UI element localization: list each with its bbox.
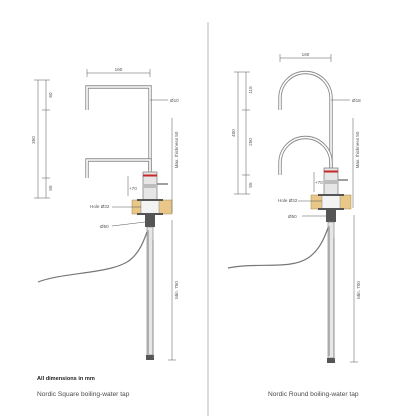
left-lower-spout xyxy=(85,158,152,178)
left-hose xyxy=(37,231,148,283)
right-dim-width: 160 xyxy=(302,52,310,57)
left-dim-min-hose: Min. 750 xyxy=(174,281,179,299)
right-red-band xyxy=(324,170,338,173)
left-dim-width: 160 xyxy=(115,67,123,72)
left-dim-bottom-seg: 55 xyxy=(48,185,53,191)
left-dim-top-seg: 60 xyxy=(48,92,53,98)
right-lower-spout xyxy=(278,135,333,176)
right-dim-hole: Hole Ø32 xyxy=(278,198,298,203)
left-dim-lever-rise: +70 xyxy=(129,186,137,191)
left-dim-max-thickness: Max. thickness 50 xyxy=(174,131,179,168)
right-dim-bottom-seg: 55 xyxy=(248,182,253,188)
right-dim-lever-rise: +70 xyxy=(315,180,323,185)
left-dim-base: Ø50 xyxy=(100,224,109,229)
left-caption: Nordic Square boiling-water tap xyxy=(37,391,130,398)
right-dim-base: Ø50 xyxy=(288,214,297,219)
right-dim-mid-seg: 250 xyxy=(248,138,253,146)
right-dim-max-thickness: Max. thickness 50 xyxy=(355,131,360,168)
left-dim-total: 350 xyxy=(31,136,36,144)
left-tap-drawing: 160 60 350 55 Ø10 Max. thickness 50 +70 … xyxy=(31,67,179,398)
dimensions-note: All dimensions in mm xyxy=(37,376,95,382)
right-hose xyxy=(227,227,329,269)
right-upper-spout xyxy=(278,70,333,170)
right-dim-total: 400 xyxy=(231,129,236,137)
left-dim-hole: Hole Ø32 xyxy=(90,204,110,209)
right-dim-top-seg: 115 xyxy=(248,86,253,94)
right-dim-spout-dia: Ø18 xyxy=(352,98,361,103)
right-dim-min-hose: Min. 700 xyxy=(356,281,361,299)
left-upper-spout xyxy=(85,85,152,170)
right-caption: Nordic Round boiling-water tap xyxy=(268,391,359,398)
left-dim-spout-dia: Ø10 xyxy=(170,98,179,103)
left-red-band xyxy=(143,174,157,177)
right-tap-drawing: 160 115 400 250 55 Ø18 Max. thickness 50… xyxy=(227,52,361,398)
